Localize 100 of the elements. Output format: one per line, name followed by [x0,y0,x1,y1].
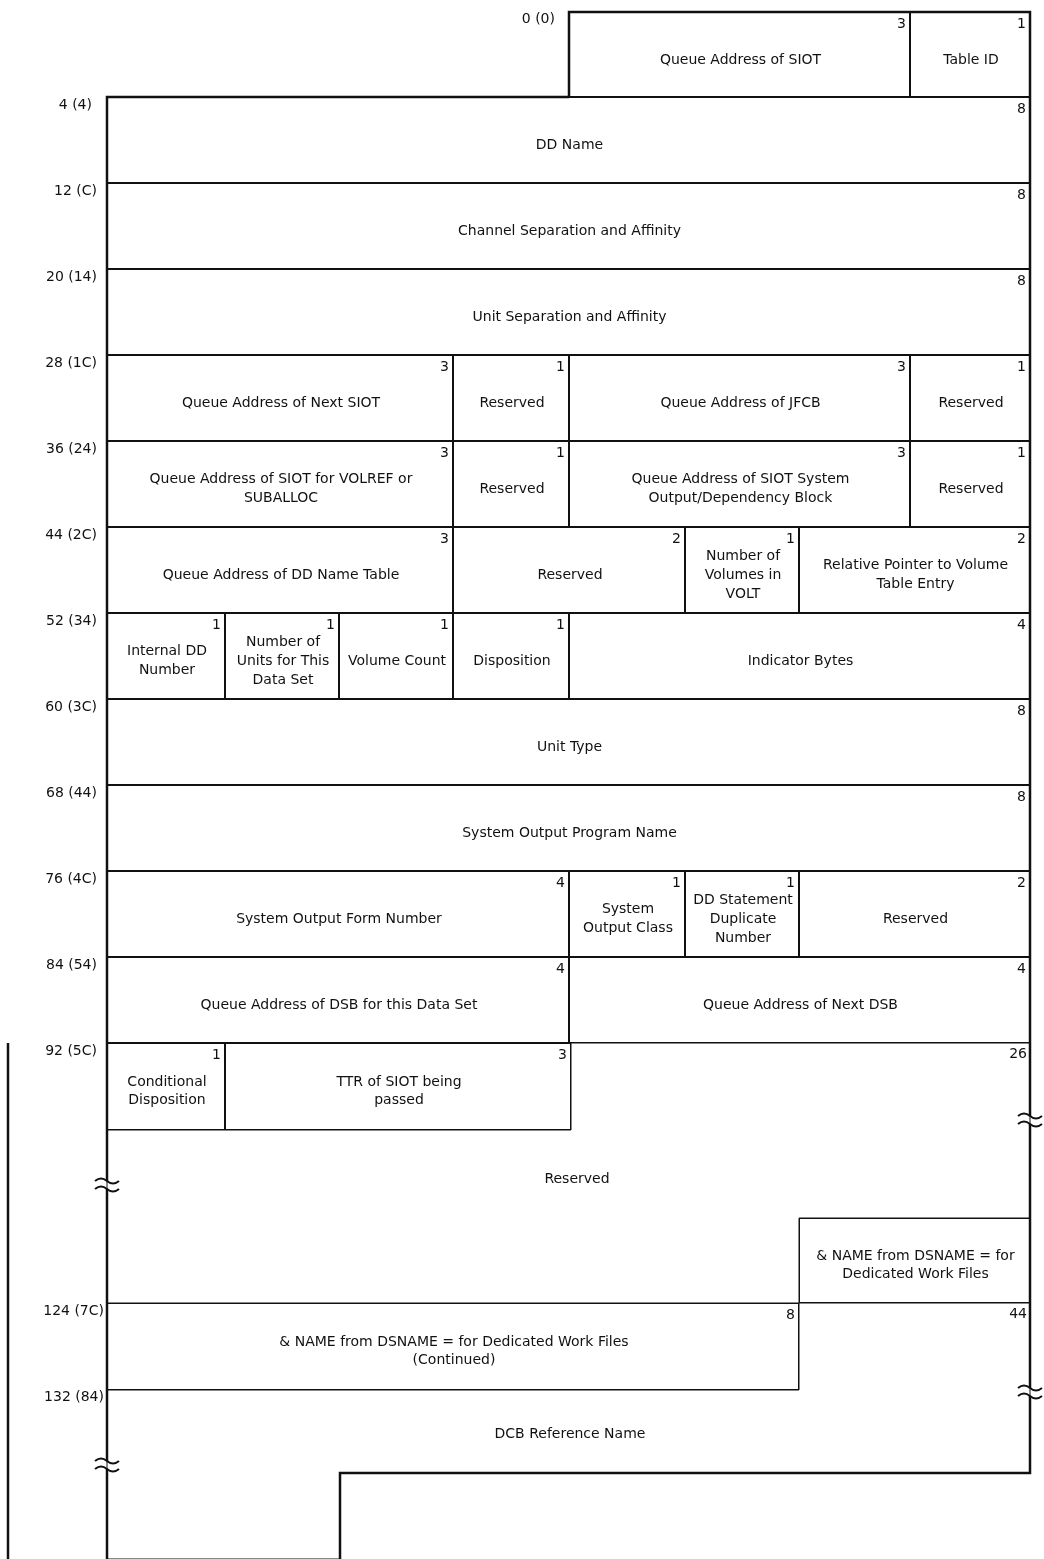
field-name: DCB Reference Name [493,1423,647,1443]
field-box [107,1043,225,1130]
field-name: Disposition [472,650,552,670]
field-name: Queue Address of JFCB [659,392,822,412]
field-box [107,441,453,527]
byte-count: 1 [1017,445,1026,459]
field-name: Volume Count [347,650,447,670]
field-box [799,527,1030,613]
field-name: Reserved [478,478,546,498]
field-name: Reserved [937,478,1005,498]
byte-count: 3 [440,445,449,459]
field-name: Queue Address of SIOT System Output/Dependency Block [630,469,851,507]
field-box [685,527,799,613]
byte-count: 1 [556,359,565,373]
field-box [107,785,1030,871]
field-name: Reserved [937,392,1005,412]
byte-count: 2 [672,531,681,545]
field-box [107,269,1030,355]
byte-count: 8 [786,1307,795,1321]
byte-count: 3 [897,359,906,373]
offset-label: 76 (4C) [45,870,97,886]
byte-count: 4 [1017,617,1026,631]
byte-count: 2 [1017,531,1026,545]
field-box [910,12,1030,97]
byte-count: 1 [1017,16,1026,30]
field-box [225,613,339,699]
field-name: Queue Address of Next DSB [702,994,899,1014]
field-name: Indicator Bytes [746,650,855,670]
field-name: Queue Address of DD Name Table [161,564,401,584]
byte-count: 1 [556,445,565,459]
field-box [910,355,1030,441]
field-name: & NAME from DSNAME = for Dedicated Work Files (Continued) [278,1331,630,1370]
byte-count: 8 [1017,273,1026,287]
offset-label: 68 (44) [46,784,97,800]
field-name: DD Name [534,134,605,154]
offset-label: 124 (7C) [43,1302,104,1318]
byte-count: 2 [1017,875,1026,889]
field-name: Number of Units for This Data Set [235,631,331,689]
field-box [453,527,685,613]
offset-label: 20 (14) [46,268,97,284]
field-box [799,871,1030,957]
field-box [107,957,569,1043]
offset-label: 4 (4) [58,96,92,112]
field-name: & NAME from DSNAME = for Dedicated Work Files [815,1245,1016,1284]
field-box [453,613,569,699]
field-box [107,527,453,613]
field-name: Conditional Disposition [126,1071,208,1110]
field-name: Queue Address of SIOT for VOLREF or SUBALLOC [148,469,414,507]
field-box [107,1043,1030,1303]
byte-count: 4 [556,875,565,889]
field-box [569,871,685,957]
field-name: System Output Program Name [461,822,678,842]
byte-count: 8 [1017,101,1026,115]
field-box [910,441,1030,527]
byte-count: 1 [326,617,335,631]
byte-count: 26 [1009,1046,1027,1060]
field-name: Reserved [881,908,950,928]
field-box [225,1043,571,1130]
field-name: Relative Pointer to Volume Table Entry [821,555,1010,593]
byte-count: 1 [786,875,795,889]
field-name: Unit Type [535,736,604,756]
offset-label: 60 (3C) [45,698,97,714]
byte-count: 1 [212,1047,221,1061]
field-name: Channel Separation and Affinity [457,220,682,240]
field-name: Internal DD Number [126,641,208,679]
byte-count: 1 [786,531,795,545]
byte-count: 1 [672,875,681,889]
byte-count: 4 [1017,961,1026,975]
offset-label: 0 (0) [521,10,555,26]
field-box [569,355,910,441]
offset-label: 36 (24) [46,440,97,456]
field-box [339,613,453,699]
field-name: DD Statement Duplicate Number [692,889,794,947]
byte-count: 1 [1017,359,1026,373]
byte-count: 1 [556,617,565,631]
field-box [107,355,453,441]
byte-count: 3 [440,359,449,373]
field-name: Number of Volumes in VOLT [703,545,783,603]
field-box [569,613,1030,699]
byte-count: 8 [1017,187,1026,201]
field-box [107,1303,1030,1559]
field-box [453,441,569,527]
field-box [569,957,1030,1043]
offset-label: 12 (C) [54,182,97,198]
field-name: Queue Address of DSB for this Data Set [199,994,479,1014]
field-name: TTR of SIOT being passed [335,1071,463,1110]
field-name: Table ID [942,49,1000,68]
byte-count: 8 [1017,789,1026,803]
field-box [685,871,799,957]
offset-label: 52 (34) [46,612,97,628]
byte-count: 44 [1009,1306,1027,1320]
byte-count: 4 [556,961,565,975]
field-box [107,871,569,957]
field-box [799,1218,1030,1303]
offset-label: 92 (5C) [45,1042,97,1058]
byte-count: 3 [897,445,906,459]
field-name: Reserved [478,392,546,412]
field-name: System Output Class [583,899,673,937]
field-name: Queue Address of Next SIOT [180,392,382,412]
offset-label: 84 (54) [46,956,97,972]
